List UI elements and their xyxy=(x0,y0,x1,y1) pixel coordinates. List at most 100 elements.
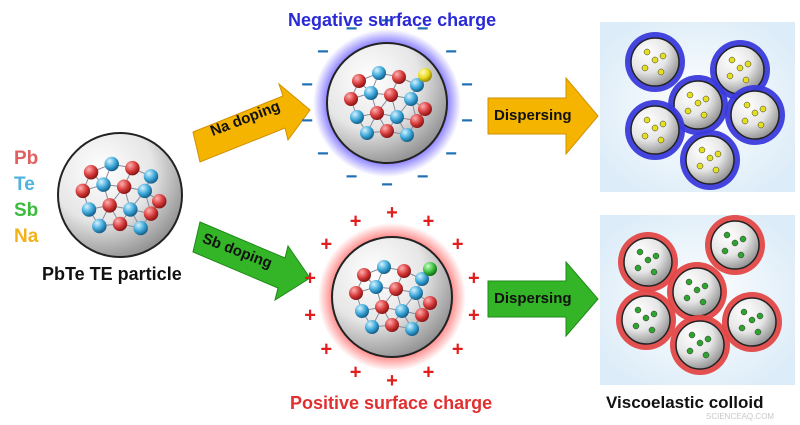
top-colloid-particle-dopant xyxy=(712,166,720,174)
legend-te: Te xyxy=(14,174,35,195)
bottom-colloid-particle-dopant xyxy=(693,286,701,294)
top-colloid-particle-dopant xyxy=(696,162,704,170)
top-colloid-particle-dopant xyxy=(751,109,759,117)
na-doped-particle-atom xyxy=(404,92,418,106)
top-colloid-particle-dopant xyxy=(641,64,649,72)
na-doped-particle-atom xyxy=(352,74,366,88)
top-colloid-particle-dopant xyxy=(657,136,665,144)
legend-na: Na xyxy=(14,226,39,247)
sb-doped-particle-atom xyxy=(423,296,437,310)
negative-charge-sign: − xyxy=(346,166,358,188)
pbte-particle-atom xyxy=(143,206,159,221)
top-colloid-particle-dopant xyxy=(659,52,667,60)
negative-charge-sign: − xyxy=(317,41,329,63)
negative-charge-sign: − xyxy=(461,74,473,96)
bottom-colloid-particle-dopant xyxy=(683,294,691,302)
na-doped-particle-atom xyxy=(418,102,432,116)
top-colloid-particle-dopant xyxy=(728,56,736,64)
positive-charge-title: Positive surface charge xyxy=(290,393,493,413)
sb-doped-particle-atom xyxy=(389,282,403,296)
pbte-particle-atom xyxy=(137,183,153,199)
pbte-particle-atom xyxy=(143,169,159,184)
bottom-colloid-particle-dopant xyxy=(699,298,707,306)
negative-charge-sign: − xyxy=(346,18,358,40)
pbte-particle-shell xyxy=(57,132,183,258)
bottom-colloid-particle-dopant xyxy=(636,248,644,256)
sb-doped-particle-atom xyxy=(415,272,429,286)
pbte-particle-atom xyxy=(83,165,99,180)
pbte-particle-atom xyxy=(75,183,91,199)
top-colloid-particle-dopant xyxy=(702,95,710,103)
top-dispersing-arrow xyxy=(487,76,599,156)
na-doped-particle-atom xyxy=(350,110,364,124)
bottom-dispersing-arrow xyxy=(487,260,599,338)
sb-doped-particle-atom xyxy=(405,322,419,336)
na-doped-particle-atom xyxy=(380,124,394,138)
bottom-colloid-particle-dopant xyxy=(644,256,652,264)
bottom-colloid-particle-dopant xyxy=(737,251,745,259)
positive-charge-sign: + xyxy=(320,234,332,256)
pbte-particle-atom xyxy=(125,160,140,176)
legend-pb: Pb xyxy=(14,148,39,169)
na-doped-particle-dopant-atom xyxy=(418,68,432,82)
negative-charge-sign: − xyxy=(317,143,329,165)
negative-charge-sign: − xyxy=(417,166,429,188)
positive-charge-sign: + xyxy=(423,210,435,232)
na-doped-particle-atom xyxy=(390,110,404,124)
pbte-particle-atom xyxy=(123,202,138,217)
negative-charge-sign: − xyxy=(301,110,313,132)
bottom-colloid-particle-dopant xyxy=(721,247,729,255)
top-colloid-particle-dopant xyxy=(651,56,659,64)
top-colloid-particle-dopant xyxy=(742,76,750,84)
pbte-particle-atom xyxy=(81,202,97,217)
na-doped-particle-shell xyxy=(326,42,448,164)
na-doped-particle-atom xyxy=(410,78,424,92)
positive-charge-sign: + xyxy=(423,362,435,384)
negative-charge-sign: − xyxy=(445,41,457,63)
na-doped-particle-atom xyxy=(400,128,414,142)
bottom-colloid-particle-dopant xyxy=(632,322,640,330)
top-colloid-particle-dopant xyxy=(686,91,694,99)
top-colloid-particle-dopant xyxy=(698,146,706,154)
na-doped-particle-atom xyxy=(360,126,374,140)
bottom-colloid-particle-dopant xyxy=(652,252,660,260)
na-doped-particle-atom xyxy=(370,106,384,120)
legend-sb: Sb xyxy=(14,200,39,221)
top-colloid-particle-dopant xyxy=(694,99,702,107)
positive-charge-sign: + xyxy=(320,338,332,360)
top-colloid-particle-dopant xyxy=(643,116,651,124)
negative-charge-sign: − xyxy=(301,74,313,96)
colloid-label: Viscoelastic colloid xyxy=(606,393,764,412)
top-colloid-particle-dopant xyxy=(726,72,734,80)
bottom-colloid-particle-dopant xyxy=(756,312,764,320)
bottom-colloid-particle-dopant xyxy=(740,308,748,316)
na-doped-particle-atom xyxy=(384,88,398,102)
positive-charge-sign: + xyxy=(304,305,316,327)
pbte-particle-atom xyxy=(152,193,167,209)
na-doped-particle-atom xyxy=(372,66,386,80)
bottom-colloid-particle-dopant xyxy=(642,314,650,322)
bottom-dispersing-label: Dispersing xyxy=(494,290,572,307)
na-doping-arrow xyxy=(192,82,311,163)
sb-doped-particle-atom xyxy=(415,308,429,322)
top-colloid-particle-dopant xyxy=(684,107,692,115)
sb-doped-particle xyxy=(331,236,453,358)
pbte-particle-atom xyxy=(112,216,128,232)
bottom-colloid-particle-dopant xyxy=(686,347,694,355)
bottom-colloid-particle-dopant xyxy=(634,306,642,314)
sb-doped-particle-atom xyxy=(377,260,391,274)
positive-charge-sign: + xyxy=(468,267,480,289)
top-colloid-particle-dopant xyxy=(741,117,749,125)
top-dispersing-label: Dispersing xyxy=(494,107,572,124)
positive-charge-sign: + xyxy=(350,210,362,232)
na-doped-particle xyxy=(326,42,448,164)
pbte-particle xyxy=(57,132,183,258)
positive-charge-sign: + xyxy=(386,370,398,392)
bottom-colloid-particle-dopant xyxy=(688,331,696,339)
bottom-colloid-particle-dopant xyxy=(748,316,756,324)
top-colloid-particle-dopant xyxy=(657,68,665,76)
sb-doped-particle-atom xyxy=(375,300,389,314)
sb-doped-particle-atom xyxy=(369,280,383,294)
top-colloid-particle-dopant xyxy=(641,132,649,140)
